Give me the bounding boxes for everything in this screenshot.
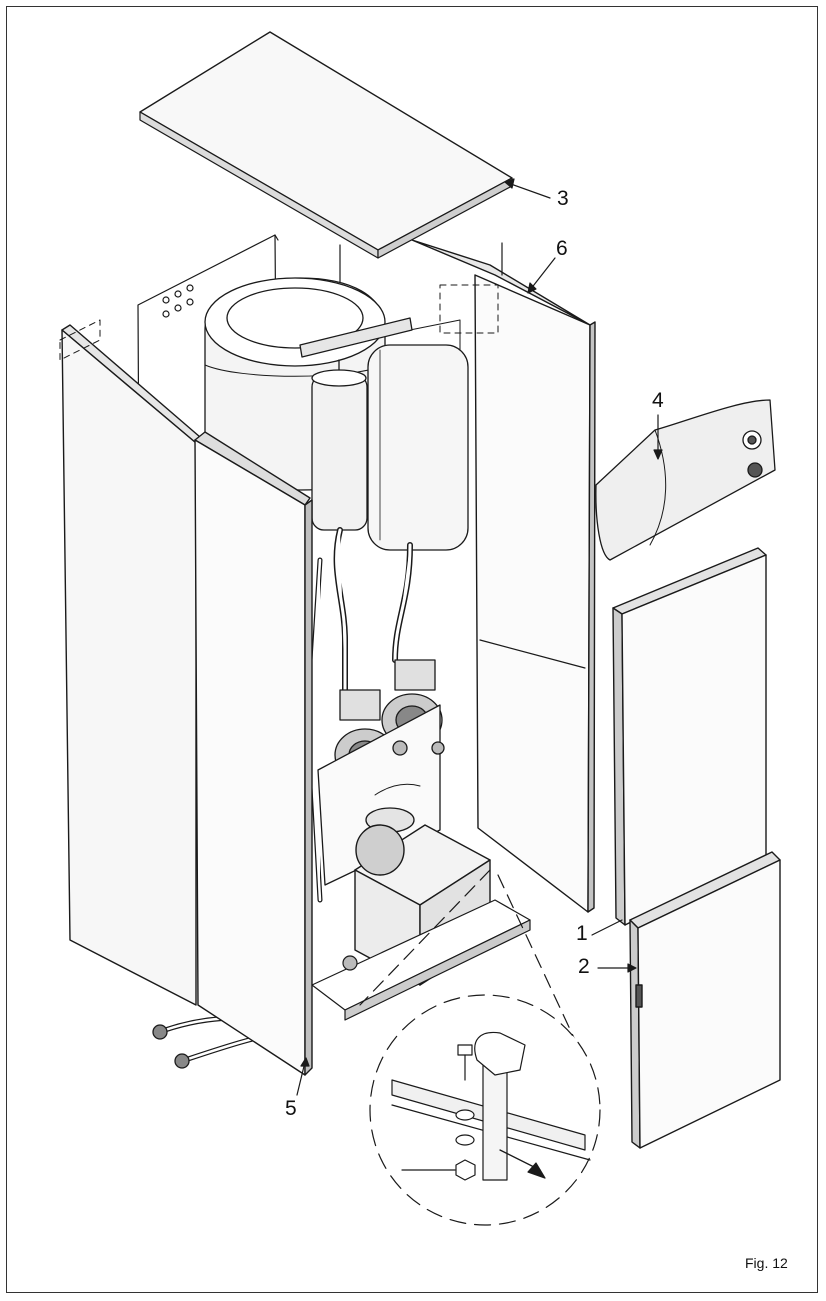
- left-side-panel: [59, 319, 201, 1006]
- callout-leaders: [296, 178, 663, 1096]
- callout-2: 2: [578, 955, 590, 978]
- rear-bracket-holes: [162, 284, 194, 318]
- callout-4: 4: [652, 389, 664, 412]
- front-upper-panel-1: [612, 547, 767, 926]
- control-panel-4: [595, 399, 776, 561]
- expansion-vessel: [367, 319, 469, 551]
- callout-3: 3: [557, 187, 569, 210]
- pipework: [307, 527, 413, 903]
- small-vessel: [299, 317, 413, 531]
- callout-6: 6: [556, 237, 568, 260]
- figure-frame: [6, 6, 818, 1293]
- right-frame-panel-6: [411, 239, 596, 913]
- front-lower-panel-2: [629, 851, 781, 1149]
- side-panel-5: [194, 431, 313, 1076]
- detail-view: [359, 869, 601, 1226]
- callout-1: 1: [576, 922, 588, 945]
- callout-5: 5: [285, 1097, 297, 1120]
- figure-caption: Fig. 12: [745, 1255, 788, 1271]
- top-cover-panel: [139, 31, 513, 259]
- base-frame: [311, 899, 531, 1021]
